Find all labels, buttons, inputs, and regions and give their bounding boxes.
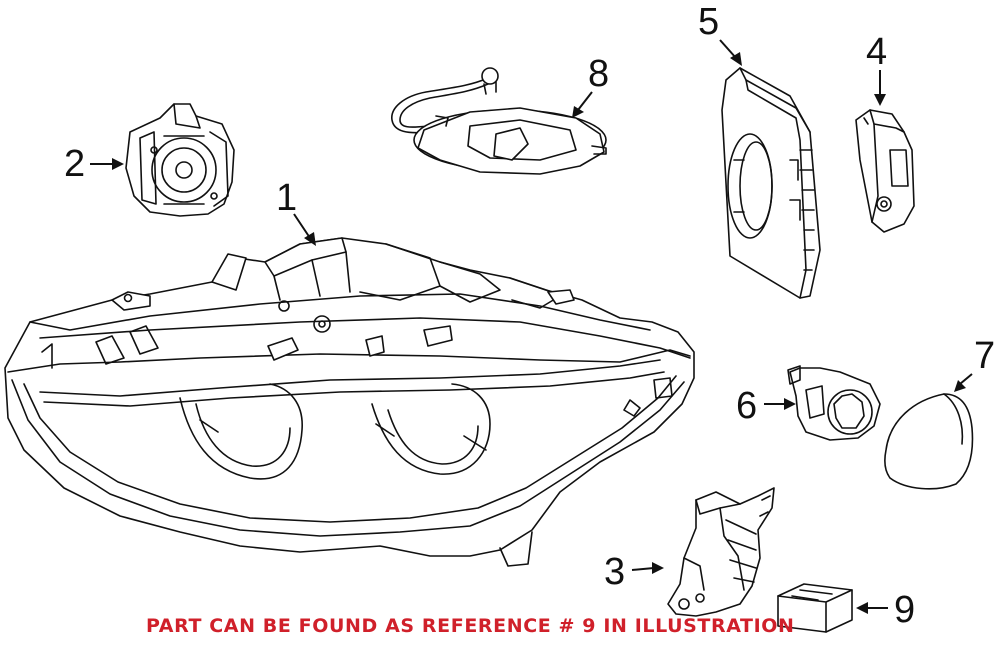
callout-number-8: 8 [588,53,609,95]
reference-footnote: PART CAN BE FOUND AS REFERENCE # 9 IN IL… [146,615,795,637]
callout-number-6: 6 [736,385,757,427]
callout-number-3: 3 [604,551,625,593]
callout-number-2: 2 [64,143,85,185]
part-3-ballast-bracket [667,487,775,617]
part-6-bulb-socket [787,365,881,441]
callout-7: 7 [954,335,995,392]
part-7-dust-cap [884,393,974,490]
part-2-bulb-socket [125,103,235,217]
callout-2: 2 [64,143,124,185]
callout-number-5: 5 [698,1,719,43]
callout-4: 4 [866,31,887,106]
callout-5: 5 [698,1,742,66]
part-4-driver-module [855,109,915,233]
callout-number-7: 7 [974,335,995,377]
callout-1: 1 [276,177,316,246]
part-8-cover-cap-wire [391,67,607,175]
callout-6: 6 [736,385,796,427]
callout-number-1: 1 [276,177,297,219]
callout-number-9: 9 [894,589,915,631]
callout-8: 8 [572,53,609,118]
callout-3: 3 [604,551,664,593]
callout-number-4: 4 [866,31,887,73]
part-5-control-module [721,67,821,299]
part-1-headlamp-assembly [4,237,695,567]
part-9-control-unit [777,583,853,633]
callout-9: 9 [856,589,915,631]
